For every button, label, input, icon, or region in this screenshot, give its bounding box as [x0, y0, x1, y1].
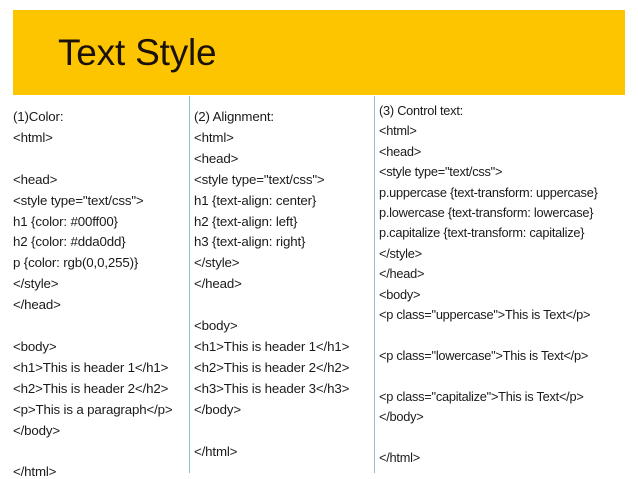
code-line: <h1>This is header 1</h1> — [13, 359, 169, 375]
code-line: <html> — [13, 129, 53, 145]
code-line: </head> — [13, 297, 61, 313]
code-line: <p class="uppercase">This is Text</p> — [379, 307, 591, 323]
title-banner: Text Style — [13, 10, 625, 95]
code-line: <h1>This is header 1</h1> — [194, 338, 350, 354]
code-line: <html> — [379, 123, 417, 139]
code-line — [379, 325, 638, 345]
column-divider-1 — [189, 96, 190, 473]
code-line: <p class="capitalize">This is Text</p> — [379, 388, 584, 404]
code-line: </html> — [194, 443, 238, 459]
code-line: <p class="lowercase">This is Text</p> — [379, 347, 589, 363]
code-line: <h2>This is header 2</h2> — [194, 359, 350, 375]
page-title: Text Style — [58, 32, 217, 73]
code-line: <h2>This is header 2</h2> — [13, 380, 169, 396]
code-line: h2 {text-align: left} — [194, 213, 298, 229]
code-line: </body> — [13, 422, 61, 438]
code-line: <h3>This is header 3</h3> — [194, 380, 350, 396]
code-line: </head> — [379, 266, 425, 282]
code-line: <style type="text/css"> — [194, 171, 325, 187]
code-line: </html> — [13, 464, 57, 479]
code-line: </html> — [379, 449, 420, 465]
code-block-control-text: (3) Control text: <html> <head> <style type… — [379, 101, 638, 468]
code-line: h1 {color: #00ff00} — [13, 213, 118, 229]
code-line: <head> — [194, 150, 239, 166]
code-line: <style type="text/css"> — [13, 192, 144, 208]
code-line: h2 {color: #dda0dd} — [13, 234, 126, 250]
code-line: (2) Alignment: — [194, 109, 274, 124]
code-line — [379, 366, 638, 386]
code-line: <body> — [13, 338, 57, 354]
column-divider-2 — [374, 96, 375, 473]
code-line: (1)Color: — [13, 109, 64, 124]
code-line: </style> — [13, 276, 59, 292]
code-line — [13, 149, 191, 170]
code-line: <p>This is a paragraph</p> — [13, 401, 173, 417]
code-line — [194, 421, 374, 442]
code-line: </head> — [194, 276, 242, 292]
code-line: h3 {text-align: right} — [194, 234, 306, 250]
code-line — [379, 428, 638, 448]
code-line: </style> — [379, 245, 422, 261]
code-line: <head> — [379, 143, 421, 159]
code-line: </style> — [194, 255, 240, 271]
code-line: <style type="text/css"> — [379, 164, 503, 180]
code-line: <head> — [13, 171, 58, 187]
code-line: </body> — [194, 401, 242, 417]
code-line: p.lowercase {text-transform: lowercase} — [379, 205, 594, 221]
code-line: p.capitalize {text-transform: capitalize… — [379, 225, 585, 241]
code-line: <body> — [379, 286, 421, 302]
code-line: (3) Control text: — [379, 103, 463, 118]
code-line — [13, 316, 191, 337]
code-line: </body> — [379, 409, 424, 425]
code-line — [194, 295, 374, 316]
code-line — [13, 442, 191, 463]
code-line: p.uppercase {text-transform: uppercase} — [379, 184, 598, 200]
code-line: h1 {text-align: center} — [194, 192, 317, 208]
code-line: <html> — [194, 129, 234, 145]
code-block-color: (1)Color: <html> <head> <style type="text/… — [13, 107, 191, 479]
code-block-alignment: (2) Alignment: <html> <head> <style type="t… — [194, 107, 374, 462]
code-line: <body> — [194, 318, 238, 334]
code-line: p {color: rgb(0,0,255)} — [13, 255, 139, 271]
